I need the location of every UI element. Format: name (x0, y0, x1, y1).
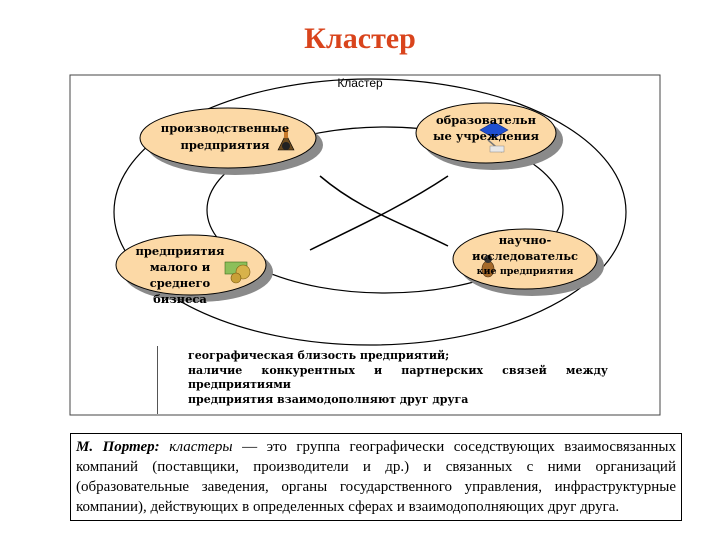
connector-education-smallbiz (309, 175, 449, 251)
factory-icon (277, 128, 295, 151)
cluster-frame (69, 74, 661, 416)
feature-line-3: предприятиями (188, 378, 291, 391)
porter-definition: М. Портер: кластеры — это группа географ… (70, 433, 682, 521)
money-icon (224, 261, 251, 284)
definition-term: кластеры (169, 439, 233, 455)
definition-author: М. Портер: (76, 439, 160, 455)
features-divider (157, 346, 159, 414)
definition-text: — это группа географически соседствующих… (76, 439, 676, 515)
node-production (139, 107, 317, 169)
node-education-label: образовательн ые учреждения (432, 113, 540, 143)
inner-ellipse (206, 126, 564, 294)
graduate-icon (479, 121, 509, 153)
node-research-label: научно- исследовательс кие предприятия (471, 233, 579, 277)
feature-line-2: наличие конкурентных и партнерских связе… (188, 363, 608, 377)
cluster-features: географическая близость предприятий; нал… (188, 349, 608, 407)
node-production-label: производственные предприятия (160, 121, 290, 152)
outer-ellipse (113, 78, 627, 346)
node-small-business-label: предприятия малого и среднего бизнеса (135, 244, 225, 306)
scientist-icon (481, 255, 495, 278)
page-title: Кластер (304, 22, 416, 55)
feature-line-4: предприятия взаимодополняют друг друга (188, 392, 469, 406)
node-small-business (115, 234, 267, 296)
cluster-label: Кластер (337, 76, 383, 90)
feature-line-1: географическая близость предприятий; (188, 349, 450, 362)
